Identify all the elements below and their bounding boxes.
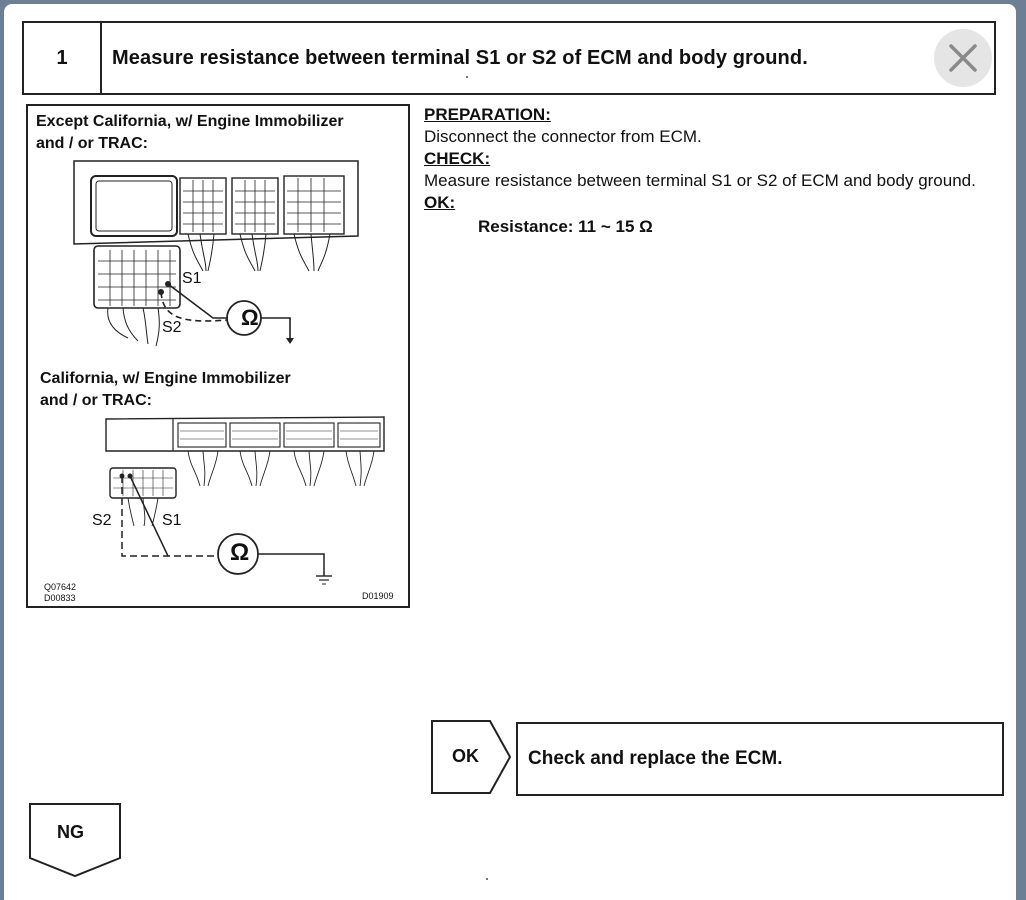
ng-result-tag: NG — [28, 802, 122, 878]
scan-speck — [466, 76, 468, 78]
upper-figure-label-line2: and / or TRAC: — [36, 135, 148, 152]
lower-ohm-symbol: Ω — [230, 539, 250, 566]
lower-figure-label-line1: California, w/ Engine Immobilizer — [40, 370, 291, 387]
step-header: 1 Measure resistance between terminal S1… — [22, 21, 996, 95]
upper-ohm-symbol: Ω — [241, 305, 259, 330]
close-x-icon — [949, 44, 977, 72]
ok-heading: OK: — [424, 193, 456, 212]
close-button[interactable] — [934, 29, 992, 87]
ng-label: NG — [57, 822, 84, 842]
preparation-text: Disconnect the connector from ECM. — [424, 127, 702, 146]
ok-action-box: Check and replace the ECM. — [516, 722, 1004, 796]
check-heading: CHECK: — [424, 149, 491, 168]
preparation-heading: PREPARATION: — [424, 105, 551, 124]
instructions-panel: PREPARATION: Disconnect the connector fr… — [424, 104, 994, 238]
figure-code-1: Q07642 — [44, 582, 77, 592]
upper-s2-label: S2 — [162, 319, 182, 336]
lower-s2-label: S2 — [92, 512, 112, 529]
document-page: 1 Measure resistance between terminal S1… — [4, 4, 1016, 900]
lower-connector-diagram — [105, 416, 385, 585]
upper-figure-label-line1: Except California, w/ Engine Immobilizer — [36, 113, 344, 130]
wiring-figure: Except California, w/ Engine Immobilizer… — [26, 104, 410, 608]
ok-label: OK — [452, 746, 479, 766]
check-text: Measure resistance between terminal S1 o… — [424, 171, 976, 190]
scan-speck — [486, 878, 488, 880]
lower-s1-label: S1 — [162, 512, 182, 529]
step-title: Measure resistance between terminal S1 o… — [112, 46, 808, 69]
step-number: 1 — [24, 23, 102, 93]
figure-code-2: D00833 — [44, 593, 76, 603]
upper-s1-label: S1 — [182, 270, 202, 287]
upper-connector-diagram — [73, 160, 359, 347]
lower-figure-label-line2: and / or TRAC: — [40, 392, 152, 409]
ok-value: Resistance: 11 ~ 15 Ω — [478, 217, 653, 236]
ok-result-tag: OK — [430, 719, 514, 795]
figure-code-3: D01909 — [362, 591, 394, 601]
